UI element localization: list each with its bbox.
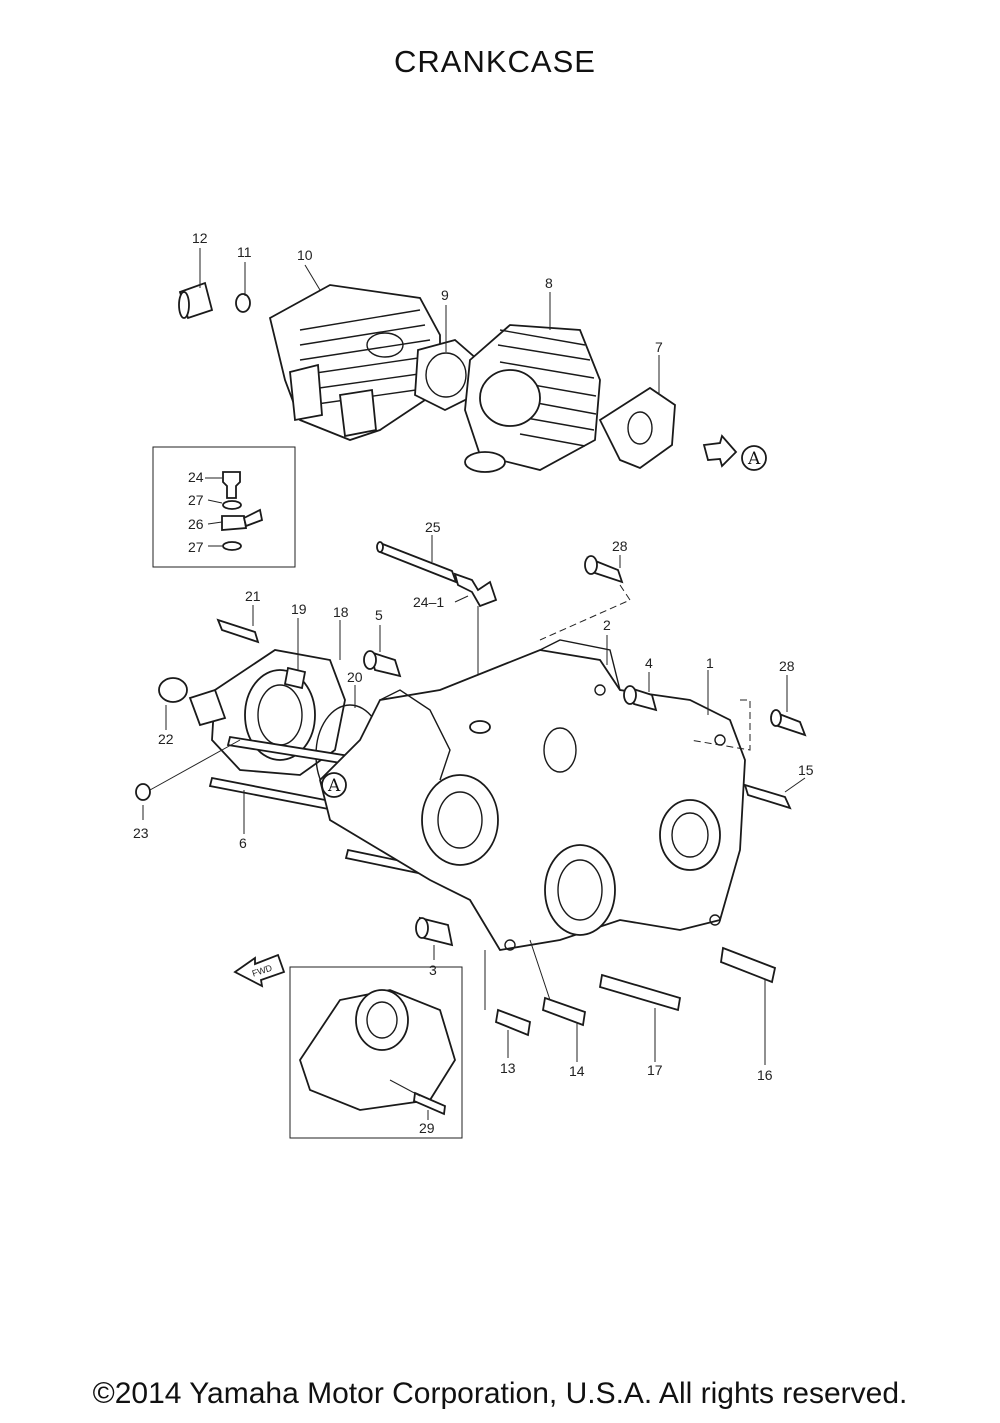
fwd-arrow-icon: FWD <box>233 953 286 988</box>
callout-labels: 1 2 3 4 5 6 7 8 9 10 11 12 13 14 15 16 1… <box>133 230 814 1136</box>
callout-24-1: 24–1 <box>413 594 444 610</box>
callout-12: 12 <box>192 230 208 246</box>
inset-box-bottom <box>289 966 463 1139</box>
callout-3: 3 <box>429 962 437 978</box>
page-title: CRANKCASE <box>394 44 596 79</box>
cylinder-assembly: A <box>178 281 767 473</box>
callout-27-lower: 27 <box>188 539 204 555</box>
callout-26: 26 <box>188 516 204 532</box>
callout-20: 20 <box>347 669 363 685</box>
part-10 <box>268 284 441 441</box>
callout-27-upper: 27 <box>188 492 204 508</box>
copyright-notice: ©2014 Yamaha Motor Corporation, U.S.A. A… <box>92 1377 908 1410</box>
callout-25: 25 <box>425 519 441 535</box>
callout-2: 2 <box>603 617 611 633</box>
fasteners <box>363 650 807 1037</box>
callout-19: 19 <box>291 601 307 617</box>
callout-23: 23 <box>133 825 149 841</box>
leader-lines <box>142 248 806 1120</box>
callout-22: 22 <box>158 731 174 747</box>
callout-1: 1 <box>706 655 714 671</box>
part-11 <box>235 293 251 313</box>
reference-a-circle-body <box>321 772 347 798</box>
callout-13: 13 <box>500 1060 516 1076</box>
callout-5: 5 <box>375 607 383 623</box>
callout-6: 6 <box>239 835 247 851</box>
callout-7: 7 <box>655 339 663 355</box>
callout-28-right: 28 <box>779 658 795 674</box>
callout-18: 18 <box>333 604 349 620</box>
inset-box-fittings <box>152 446 296 568</box>
callout-8: 8 <box>545 275 553 291</box>
callout-16: 16 <box>757 1067 773 1083</box>
callout-21: 21 <box>245 588 261 604</box>
callout-11: 11 <box>237 244 252 260</box>
crankcase-body: A <box>319 639 746 951</box>
callout-4: 4 <box>645 655 653 671</box>
callout-9: 9 <box>441 287 449 303</box>
part-8 <box>464 324 601 473</box>
callout-14: 14 <box>569 1063 585 1079</box>
reference-arrow-icon <box>702 434 738 468</box>
callout-29: 29 <box>419 1120 435 1136</box>
callout-15: 15 <box>798 762 814 778</box>
reference-a-label-body: A <box>327 776 341 796</box>
part-12 <box>178 281 214 320</box>
reference-a-circle-top <box>741 445 767 471</box>
callout-10: 10 <box>297 247 313 263</box>
callout-28-top: 28 <box>612 538 628 554</box>
part-7 <box>598 386 676 470</box>
reference-a-label-top: A <box>747 449 761 469</box>
callout-17: 17 <box>647 1062 663 1078</box>
callout-24: 24 <box>188 469 204 485</box>
